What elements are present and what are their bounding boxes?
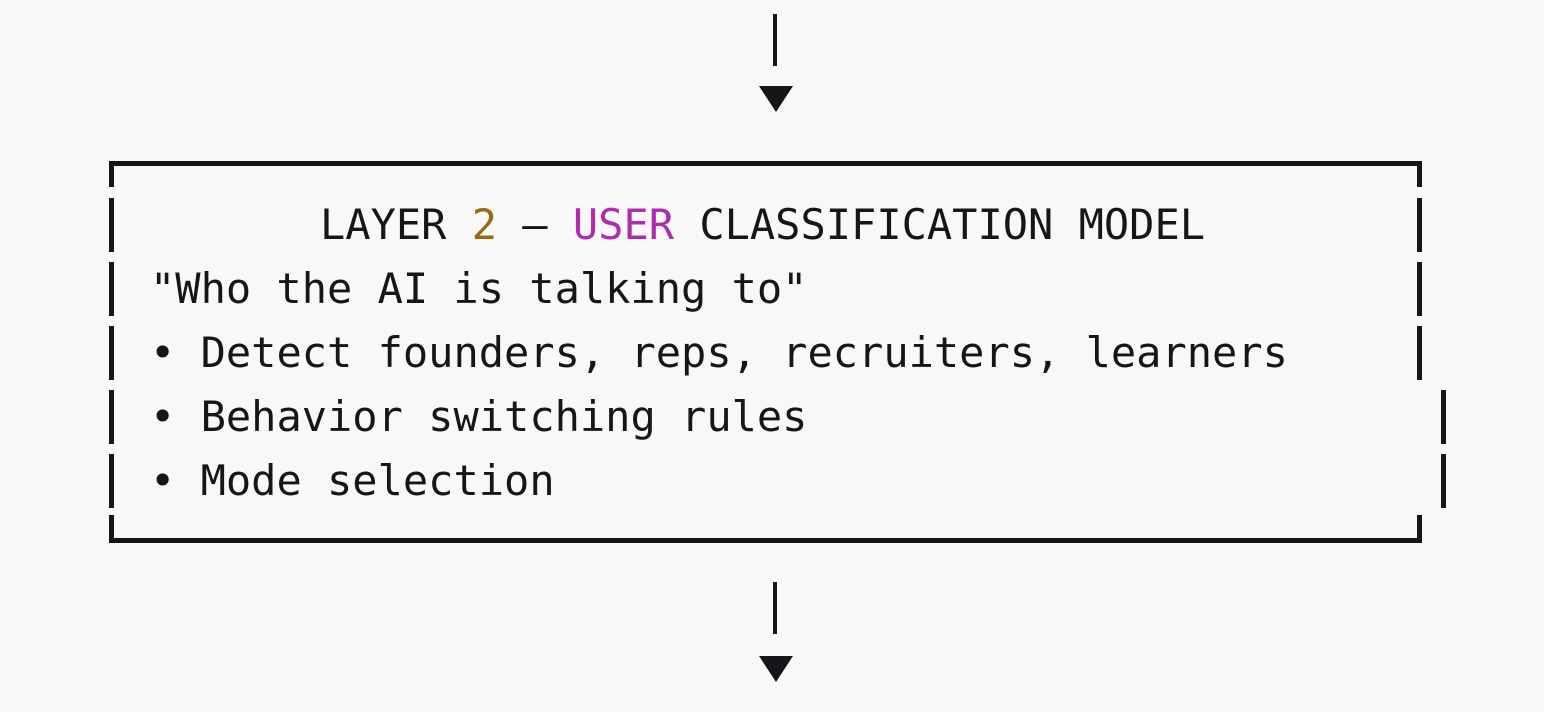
node-right-border [1417,198,1422,252]
node-right-border [1417,262,1422,316]
node-content: LAYER 2 — USER CLASSIFICATION MODEL "Who… [0,193,1544,513]
node-right-border [1441,454,1446,508]
node-title-suffix: CLASSIFICATION MODEL [674,200,1206,249]
incoming-arrow-stem [773,14,777,66]
bullet-spacer [175,392,200,441]
node-subtitle: "Who the AI is talking to" [150,264,808,313]
node-row-subtitle: "Who the AI is talking to" [0,257,1544,321]
node-row-title: LAYER 2 — USER CLASSIFICATION MODEL [0,193,1544,257]
bullet-label: Detect founders, reps, recruiters, learn… [200,328,1288,377]
bullet-icon: • [150,456,176,505]
node-bullet-item: • Behavior switching rules [150,385,807,449]
bullet-spacer [175,456,200,505]
arrow-down-icon [759,656,793,682]
node-left-border [109,198,114,252]
outgoing-arrow-stem [773,582,777,634]
node-row-bullet-1: • Detect founders, reps, recruiters, lea… [0,321,1544,385]
node-title-prefix: LAYER [320,200,472,249]
node-corner-top-right [1417,161,1422,187]
bullet-label: Mode selection [200,456,555,505]
node-row-bullet-3: • Mode selection [0,449,1544,513]
node-title-highlight: USER [572,200,675,249]
node-bullet-item: • Mode selection [150,449,555,513]
node-row-bullet-2: • Behavior switching rules [0,385,1544,449]
node-right-border [1417,326,1422,380]
node-title-dash: — [497,200,573,249]
node-left-border [109,262,114,316]
bullet-icon: • [150,328,176,377]
node-bullet-item: • Detect founders, reps, recruiters, lea… [150,321,1288,385]
node-corner-bottom-left [109,515,114,543]
node-left-border [109,326,114,380]
arrow-down-icon [759,86,793,112]
node-right-border [1441,390,1446,444]
node-corner-top-left [109,161,114,187]
node-left-border [109,454,114,508]
bullet-label: Behavior switching rules [200,392,808,441]
node-bottom-border [109,538,1422,543]
node-title: LAYER 2 — USER CLASSIFICATION MODEL [152,193,1205,257]
node-corner-bottom-right [1417,515,1422,543]
bullet-spacer [175,328,200,377]
bullet-icon: • [150,392,176,441]
node-title-layer-number: 2 [471,200,498,249]
node-left-border [109,390,114,444]
node-top-border [109,161,1422,166]
